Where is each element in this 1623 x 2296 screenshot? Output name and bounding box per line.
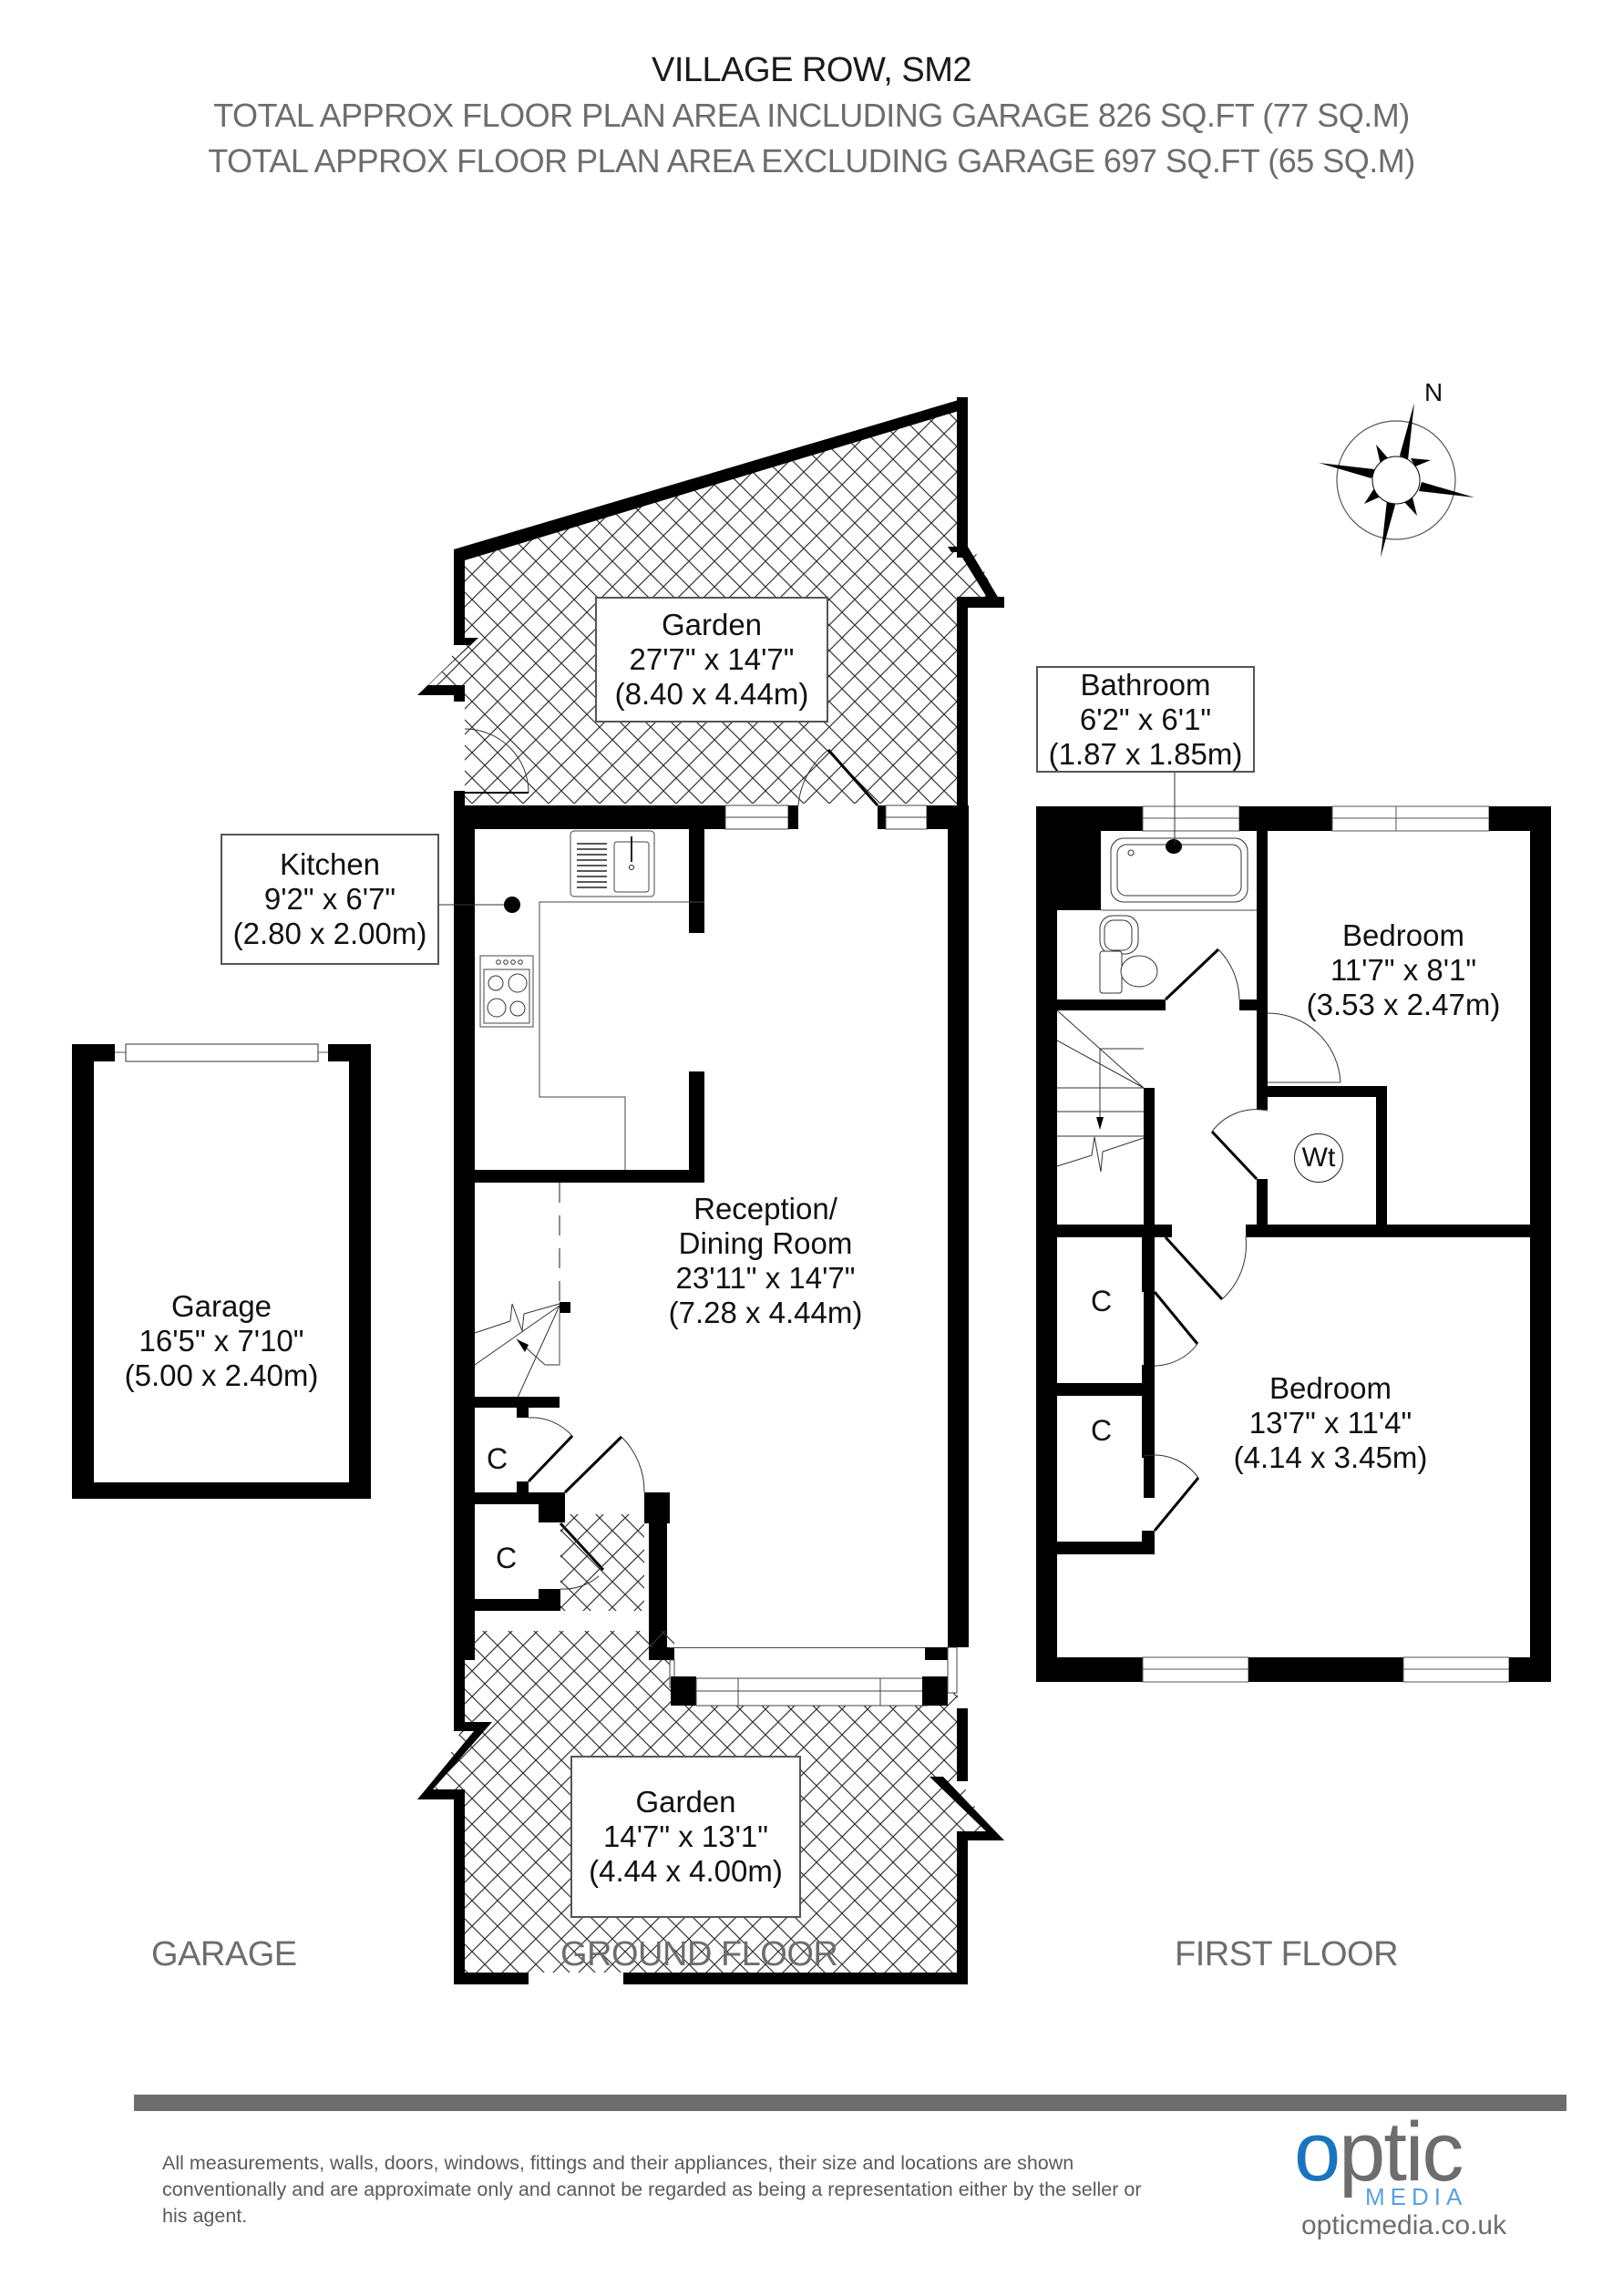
garage-door <box>125 1043 319 1062</box>
bedroom1-label: Bedroom 11'7" x 8'1" (3.53 x 2.47m) <box>1294 918 1513 1022</box>
room-name: Bathroom <box>1080 667 1211 702</box>
room-name: Kitchen <box>279 847 381 881</box>
reception-label: Reception/ Dining Room 23'11" x 14'7" (7… <box>638 1192 893 1330</box>
room-name-line2: Dining Room <box>678 1226 853 1260</box>
room-dims-metric: (4.44 x 4.00m) <box>589 1854 783 1888</box>
room-dims-imperial: 6'2" x 6'1" <box>1079 702 1212 736</box>
room-dims-metric: (5.00 x 2.40m) <box>124 1358 319 1392</box>
room-dims-metric: (1.87 x 1.85m) <box>1048 736 1243 771</box>
optic-media-logo: optic MEDIA opticmedia.co.uk <box>1294 2110 1506 2240</box>
room-dims-metric: (8.40 x 4.44m) <box>614 677 809 711</box>
garage-label: Garage 16'5" x 7'10" (5.00 x 2.40m) <box>94 1289 349 1393</box>
room-dims-imperial: 13'7" x 11'4" <box>1248 1406 1412 1440</box>
first-floor-walls <box>1036 773 1551 1683</box>
room-dims-imperial: 23'11" x 14'7" <box>675 1261 856 1295</box>
ground-cupboard-2-label: C <box>496 1542 518 1574</box>
room-name: Bedroom <box>1269 1371 1392 1405</box>
footer-divider-bar <box>134 2095 1567 2111</box>
garage-walls <box>72 1043 371 1499</box>
compass-rose-icon: N <box>1319 378 1474 558</box>
kitchen-label: Kitchen 9'2" x 6'7" (2.80 x 2.00m) <box>221 834 439 965</box>
area-including-garage: TOTAL APPROX FLOOR PLAN AREA INCLUDING G… <box>213 97 1410 134</box>
room-name: Bedroom <box>1342 918 1464 952</box>
compass-north-label: N <box>1424 378 1443 406</box>
first-cupboard-1-label: C <box>1091 1285 1113 1317</box>
front-garden-label: Garden 14'7" x 13'1" (4.44 x 4.00m) <box>570 1756 801 1918</box>
ground-cupboard-1-label: C <box>487 1442 508 1475</box>
room-name: Garden <box>635 1785 736 1819</box>
water-tank-label: Wt <box>1294 1133 1343 1183</box>
room-dims-imperial: 14'7" x 13'1" <box>603 1819 768 1853</box>
section-ground-floor: GROUND FLOOR <box>560 1935 838 1973</box>
area-excluding-garage: TOTAL APPROX FLOOR PLAN AREA EXCLUDING G… <box>208 142 1415 179</box>
bathroom-label: Bathroom 6'2" x 6'1" (1.87 x 1.85m) <box>1036 666 1255 773</box>
section-first-floor: FIRST FLOOR <box>1175 1935 1399 1973</box>
room-name: Garden <box>661 608 763 641</box>
logo-url: opticmedia.co.uk <box>1301 2210 1507 2240</box>
room-dims-imperial: 16'5" x 7'10" <box>139 1324 304 1358</box>
room-dims-metric: (7.28 x 4.44m) <box>668 1296 863 1329</box>
logo-media: MEDIA <box>1365 2183 1468 2210</box>
room-dims-metric: (3.53 x 2.47m) <box>1306 988 1501 1021</box>
porch-hatch <box>560 1514 644 1611</box>
logo-wordmark: optic <box>1294 2110 1495 2194</box>
rear-garden-label: Garden 27'7" x 14'7" (8.40 x 4.44m) <box>595 597 828 723</box>
page-title: VILLAGE ROW, SM2 <box>652 51 972 89</box>
room-dims-imperial: 11'7" x 8'1" <box>1330 953 1477 987</box>
section-garage: GARAGE <box>151 1935 297 1973</box>
first-cupboard-2-label: C <box>1091 1414 1113 1447</box>
logo-o: o <box>1294 2106 1341 2199</box>
disclaimer-text: All measurements, walls, doors, windows,… <box>162 2152 1142 2227</box>
room-dims-imperial: 9'2" x 6'7" <box>263 882 396 916</box>
room-dims-metric: (4.14 x 3.45m) <box>1233 1440 1428 1474</box>
room-dims-metric: (2.80 x 2.00m) <box>232 917 427 950</box>
logo-ptic: ptic <box>1339 2106 1464 2199</box>
room-name: Garage <box>170 1289 272 1323</box>
bedroom2-label: Bedroom 13'7" x 11'4" (4.14 x 3.45m) <box>1221 1371 1440 1475</box>
room-dims-imperial: 27'7" x 14'7" <box>629 642 795 676</box>
room-name-line1: Reception/ <box>693 1192 837 1225</box>
